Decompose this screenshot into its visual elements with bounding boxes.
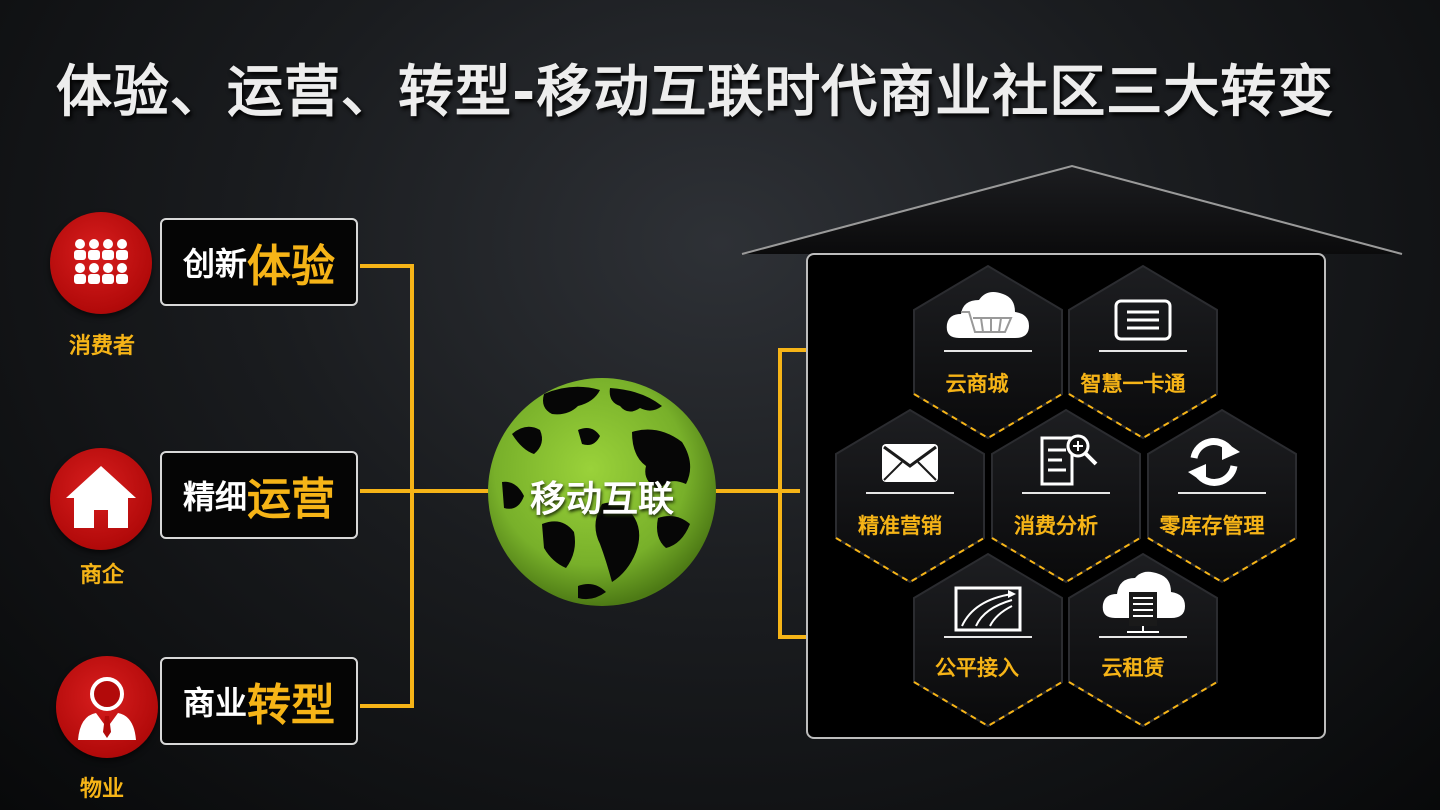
service-label-consumption-analysis: 消费分析 xyxy=(1014,514,1098,538)
innovative-experience-box: 创新体验 xyxy=(160,218,358,306)
chart-arrows-icon xyxy=(954,586,1022,632)
box-prefix: 精细 xyxy=(182,478,247,516)
cloud-cart-icon xyxy=(946,292,1029,338)
refresh-icon xyxy=(1188,438,1240,486)
cloud-server-icon xyxy=(1102,571,1185,633)
service-label-smart-card: 智慧一卡通 xyxy=(1080,372,1186,396)
envelope-icon xyxy=(882,444,938,482)
service-label-cloud-leasing: 云租赁 xyxy=(1101,656,1165,680)
business-person-icon xyxy=(78,677,136,740)
role-property-label: 物业 xyxy=(79,777,124,802)
box-prefix: 商业 xyxy=(182,684,247,722)
divider xyxy=(944,350,1032,352)
service-label-cloud-mall: 云商城 xyxy=(945,372,1009,396)
box-prefix: 创新 xyxy=(182,245,247,283)
divider xyxy=(1022,492,1110,494)
service-label-zero-inventory: 零库存管理 xyxy=(1159,514,1265,538)
house-icon xyxy=(66,466,136,528)
card-icon xyxy=(1114,299,1172,341)
mobile-internet-label: 移动互联 xyxy=(529,479,674,520)
divider xyxy=(866,492,954,494)
refined-operation-box: 精细运营 xyxy=(160,451,358,539)
box-keyword: 体验 xyxy=(247,241,335,292)
role-consumer-label: 消费者 xyxy=(68,334,135,359)
role-property-circle xyxy=(56,656,158,758)
box-keyword: 运营 xyxy=(247,474,335,525)
role-consumer-circle xyxy=(50,212,152,314)
divider xyxy=(1099,350,1187,352)
business-transformation-box: 商业转型 xyxy=(160,657,358,745)
divider xyxy=(944,636,1032,638)
document-search-icon xyxy=(1040,434,1098,486)
service-label-precise-marketing: 精准营销 xyxy=(858,514,942,538)
role-merchant-label: 商企 xyxy=(79,563,124,588)
service-label-fair-access: 公平接入 xyxy=(935,656,1019,680)
role-merchant-circle xyxy=(50,448,152,550)
page-title: 体验、运营、转型-移动互联时代商业社区三大转变 xyxy=(56,60,1335,125)
box-keyword: 转型 xyxy=(247,680,335,731)
globe-icon xyxy=(488,378,716,606)
people-group-icon xyxy=(74,239,128,284)
house-roof xyxy=(741,164,1403,255)
divider xyxy=(1099,636,1187,638)
divider xyxy=(1178,492,1266,494)
